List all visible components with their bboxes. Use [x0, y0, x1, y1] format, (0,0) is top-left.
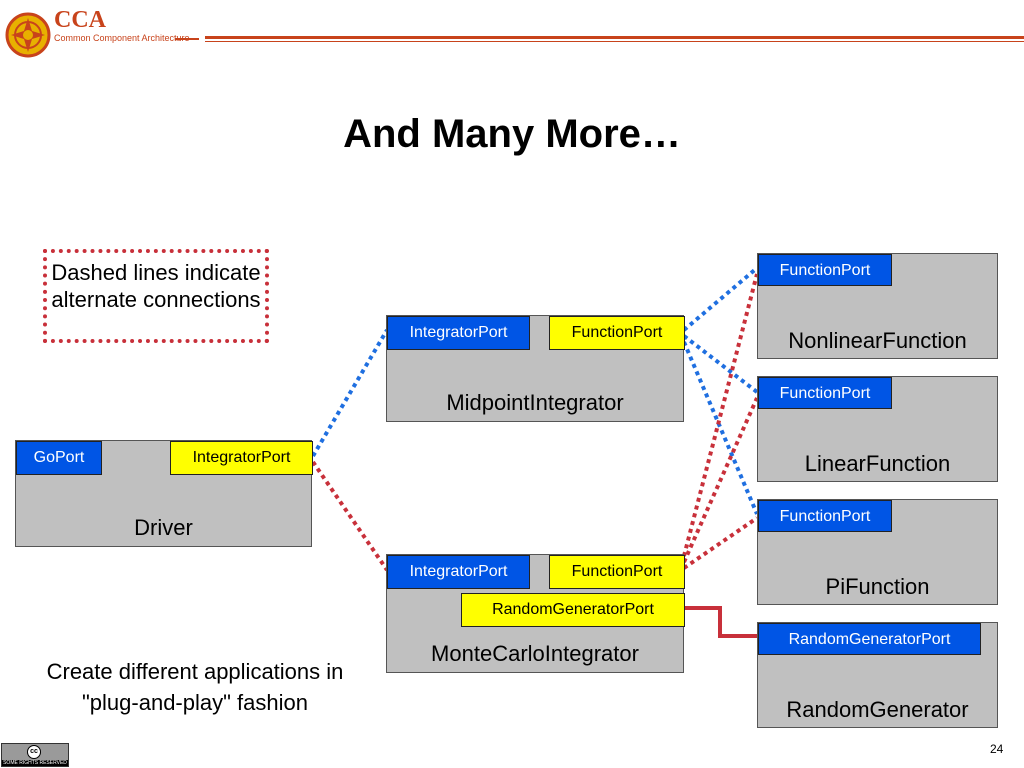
component-random-generator[interactable]: RandomGeneratorPort RandomGenerator	[757, 622, 998, 728]
connection-montecarlo-random	[684, 606, 757, 638]
component-linear-function[interactable]: FunctionPort LinearFunction	[757, 376, 998, 482]
cc-icon: cc	[27, 745, 41, 759]
cca-logo-icon	[5, 12, 51, 58]
legend-note: Dashed lines indicate alternate connecti…	[43, 249, 269, 343]
license-text: SOME RIGHTS RESERVED	[2, 760, 68, 766]
logo-subtitle: Common Component Architecture	[54, 33, 190, 43]
component-montecarlo-integrator[interactable]: IntegratorPort FunctionPort RandomGenera…	[386, 554, 685, 673]
component-nonlinear-function[interactable]: FunctionPort NonlinearFunction	[757, 253, 998, 359]
component-pi-function[interactable]: FunctionPort PiFunction	[757, 499, 998, 605]
caption-text: Create different applications in "plug-a…	[46, 659, 344, 715]
pi-label: PiFunction	[825, 574, 930, 599]
alt-connection-montecarlo-nonlinear	[682, 273, 759, 557]
alt-connection-montecarlo-pi	[682, 516, 759, 570]
montecarlo-random-generator-port[interactable]: RandomGeneratorPort	[461, 593, 685, 627]
midpoint-label: MidpointIntegrator	[446, 390, 624, 415]
montecarlo-integrator-port[interactable]: IntegratorPort	[387, 555, 530, 589]
header-rule-thick	[205, 36, 1024, 39]
nonlinear-function-port[interactable]: FunctionPort	[758, 254, 892, 286]
driver-go-port[interactable]: GoPort	[16, 441, 102, 475]
alt-connection-driver-midpoint	[311, 328, 389, 458]
nonlinear-label: NonlinearFunction	[788, 328, 967, 353]
linear-label: LinearFunction	[804, 451, 951, 476]
logo-title: CCA	[54, 7, 106, 33]
midpoint-integrator-port[interactable]: IntegratorPort	[387, 316, 530, 350]
driver-label: Driver	[134, 515, 193, 540]
random-generator-label: RandomGenerator	[786, 697, 969, 722]
page-number: 24	[990, 742, 1004, 756]
alt-connection-driver-montecarlo	[311, 460, 389, 572]
random-generator-port[interactable]: RandomGeneratorPort	[758, 623, 981, 655]
header-rule-short	[175, 38, 199, 40]
driver-integrator-port[interactable]: IntegratorPort	[170, 441, 313, 475]
linear-function-port[interactable]: FunctionPort	[758, 377, 892, 409]
creative-commons-badge[interactable]: cc SOME RIGHTS RESERVED	[1, 743, 69, 767]
midpoint-function-port[interactable]: FunctionPort	[549, 316, 685, 350]
montecarlo-label: MonteCarloIntegrator	[431, 641, 639, 666]
component-midpoint-integrator[interactable]: IntegratorPort FunctionPort MidpointInte…	[386, 315, 685, 422]
component-driver[interactable]: GoPort IntegratorPort Driver	[15, 440, 313, 547]
slide-title: And Many More…	[343, 112, 681, 156]
montecarlo-function-port[interactable]: FunctionPort	[549, 555, 685, 589]
alt-connection-montecarlo-linear	[682, 397, 759, 563]
header-rule-thin	[205, 41, 1024, 42]
pi-function-port[interactable]: FunctionPort	[758, 500, 892, 532]
alt-connection-midpoint-pi	[682, 341, 759, 515]
